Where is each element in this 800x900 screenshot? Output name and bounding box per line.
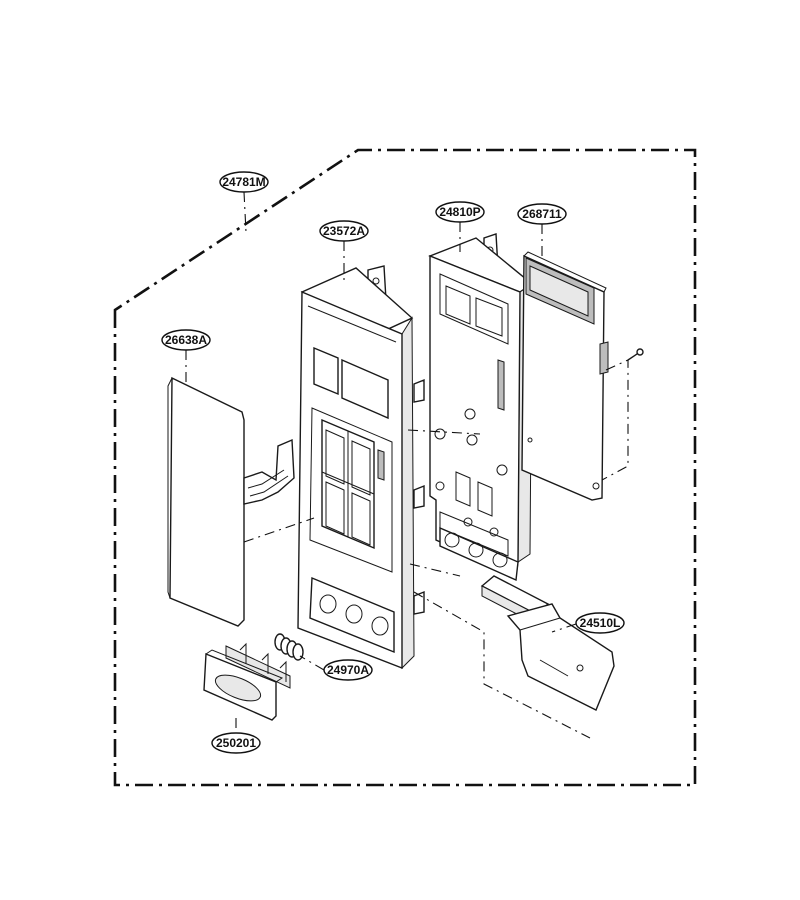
label-24970a: 24970A bbox=[327, 663, 369, 677]
assembly-guide-panel-bracket-bottom bbox=[409, 563, 461, 577]
label-24510l: 24510L bbox=[580, 616, 621, 630]
screw-part bbox=[627, 348, 644, 361]
callout-leader-24510l bbox=[551, 623, 577, 633]
label-26638a: 26638A bbox=[165, 333, 207, 347]
callout-24970a: 24970A bbox=[323, 659, 373, 681]
door-button-part bbox=[203, 642, 291, 721]
callout-268711: 268711 bbox=[517, 203, 567, 225]
callout-leader-24970a bbox=[299, 655, 325, 671]
callout-26638a: 26638A bbox=[161, 329, 211, 351]
label-268711: 268711 bbox=[522, 207, 562, 221]
assembly-guide-panel-bracket-top bbox=[407, 429, 481, 435]
pcb-bracket-part bbox=[428, 233, 534, 582]
assembly-guide-membrane bbox=[243, 517, 315, 543]
control-pcb-part bbox=[521, 251, 609, 501]
callout-23572a: 23572A bbox=[319, 220, 369, 242]
callout-24510l: 24510L bbox=[575, 612, 625, 634]
callout-24810p: 24810P bbox=[435, 201, 485, 223]
label-23572a: 23572A bbox=[323, 224, 365, 238]
callout-250201: 250201 bbox=[211, 732, 261, 754]
spring-part bbox=[274, 633, 304, 661]
membrane-switch-part bbox=[167, 376, 295, 627]
front-panel-part bbox=[297, 265, 425, 670]
latch-lever-part bbox=[480, 575, 615, 711]
label-24810p: 24810P bbox=[439, 205, 480, 219]
assembly-guide-panel-latch bbox=[413, 591, 591, 739]
label-250201: 250201 bbox=[216, 736, 256, 750]
assembly-guide-pcb-screw bbox=[601, 359, 629, 481]
label-24781m: 24781M bbox=[222, 175, 265, 189]
callout-leader-24781m bbox=[243, 191, 247, 233]
callout-24781m: 24781M bbox=[219, 171, 269, 193]
